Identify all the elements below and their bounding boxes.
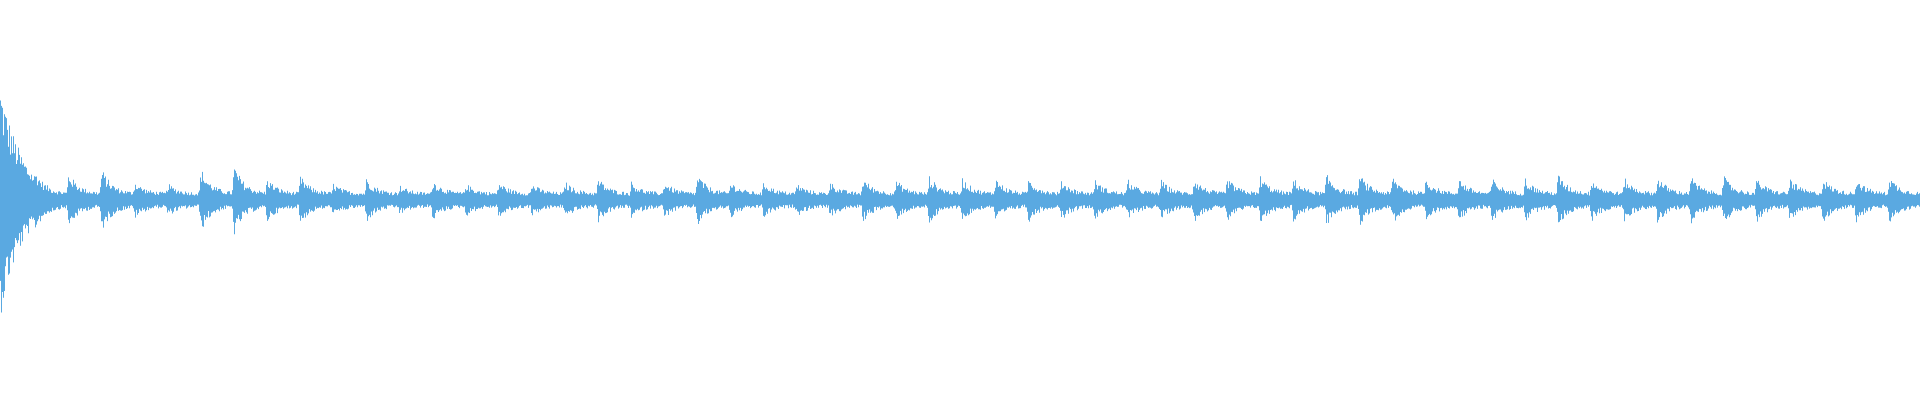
waveform-path: [0, 100, 1920, 313]
waveform-samples: [0, 100, 1920, 313]
